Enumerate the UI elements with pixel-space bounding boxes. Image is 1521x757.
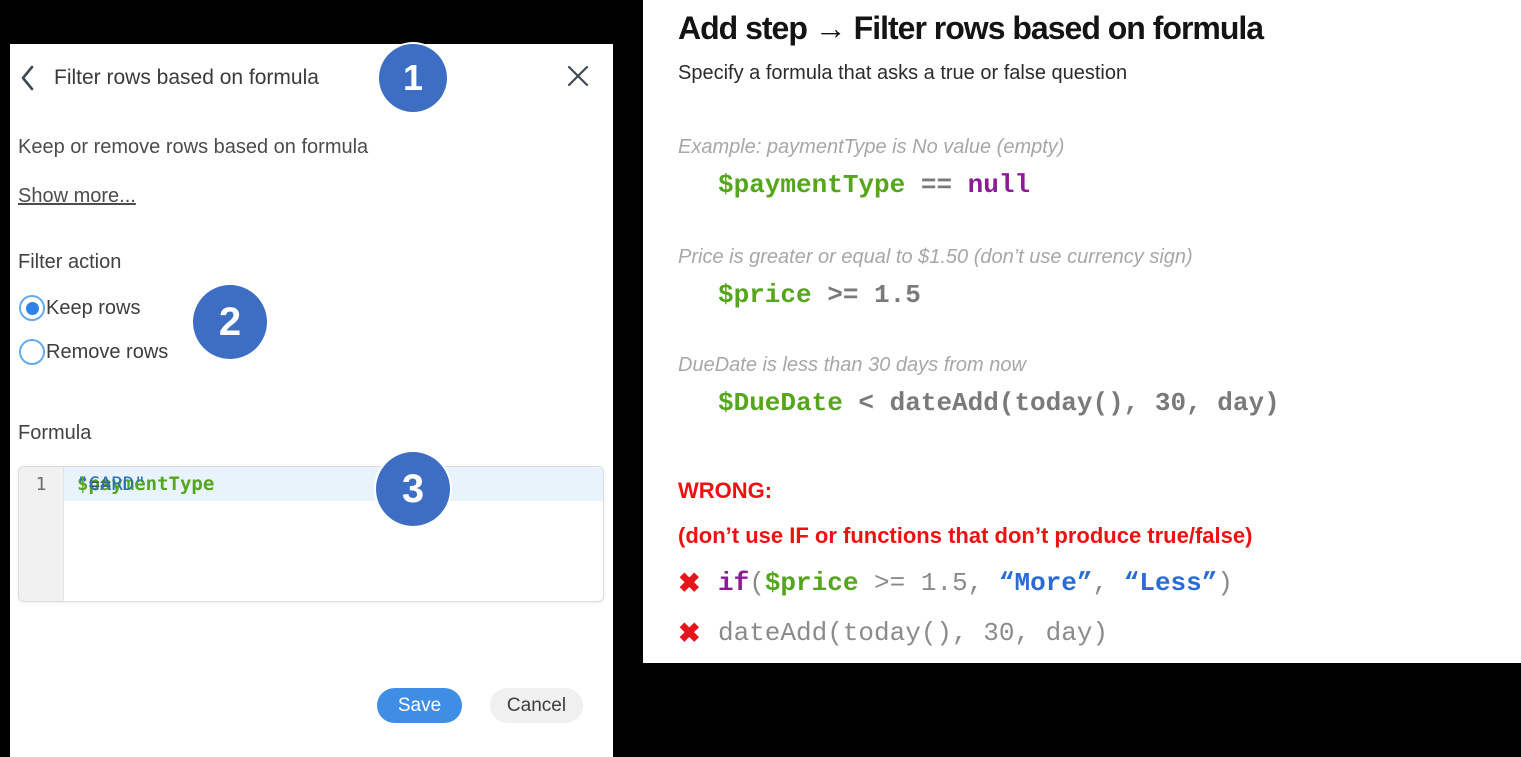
- editor-active-line: [64, 467, 603, 501]
- editor-line-number: 1: [35, 473, 47, 495]
- formula-editor[interactable]: 1 $paymentType == "CARD": [18, 466, 604, 602]
- radio-label: Keep rows: [46, 296, 141, 319]
- step-badge-3: 3: [376, 452, 450, 526]
- wrong-subheading: (don’t use IF or functions that don’t pr…: [678, 523, 1253, 548]
- example-caption: DueDate is less than 30 days from now: [678, 354, 1026, 376]
- example-code: $paymentType == null: [718, 170, 1031, 200]
- guide-title: Add step → Filter rows based on formula: [678, 10, 1264, 46]
- editor-gutter: [19, 467, 64, 601]
- step-badge-1: 1: [379, 44, 447, 112]
- wrong-code: if($price >= 1.5, “More”, “Less”): [718, 568, 1233, 598]
- chevron-left-icon: [21, 65, 34, 91]
- instructions-panel: Add step → Filter rows based on formula …: [643, 0, 1521, 663]
- dialog-description: Keep or remove rows based on formula: [18, 136, 369, 158]
- filter-action-label: Filter action: [18, 251, 122, 273]
- formula-label: Formula: [18, 422, 92, 444]
- dialog-title: Filter rows based on formula: [54, 66, 319, 89]
- step-badge-2: 2: [193, 285, 267, 359]
- close-button[interactable]: [564, 62, 592, 90]
- close-icon: [567, 65, 589, 87]
- wrong-example-line: ✖ dateAdd(today(), 30, day): [678, 616, 1108, 650]
- example-code: $price >= 1.5: [718, 280, 921, 310]
- radio-selected-icon: [19, 295, 45, 321]
- wrong-heading: WRONG:: [678, 478, 773, 503]
- guide-subtitle: Specify a formula that asks a true or fa…: [678, 62, 1128, 84]
- radio-unselected-icon: [19, 339, 45, 365]
- cross-icon: ✖: [678, 618, 701, 648]
- cancel-button[interactable]: Cancel: [490, 688, 583, 723]
- radio-label: Remove rows: [46, 340, 169, 363]
- example-caption: Example: paymentType is No value (empty): [678, 136, 1065, 158]
- filter-dialog: Filter rows based on formula 1 Keep or r…: [10, 44, 613, 757]
- cross-icon: ✖: [678, 568, 701, 598]
- save-button[interactable]: Save: [377, 688, 462, 723]
- example-caption: Price is greater or equal to $1.50 (don’…: [678, 246, 1193, 268]
- show-more-link[interactable]: Show more...: [18, 185, 136, 207]
- wrong-example-line: ✖ if($price >= 1.5, “More”, “Less”): [678, 566, 1233, 600]
- example-code: $DueDate < dateAdd(today(), 30, day): [718, 388, 1280, 418]
- back-button[interactable]: [18, 64, 38, 92]
- wrong-code: dateAdd(today(), 30, day): [718, 618, 1109, 648]
